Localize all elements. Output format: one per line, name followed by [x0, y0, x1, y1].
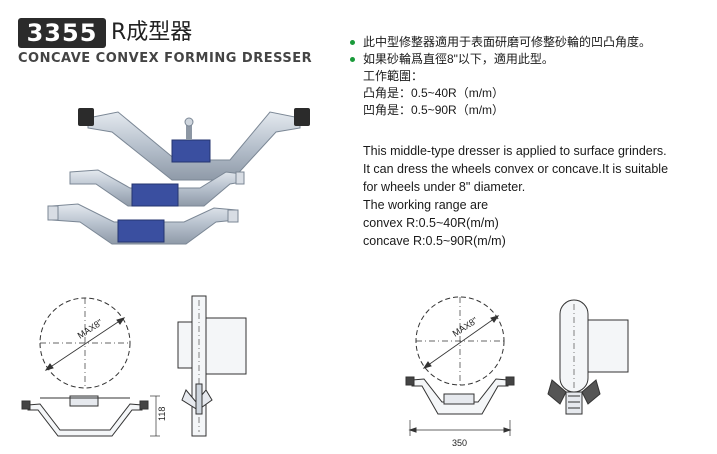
- label-plate: [117, 219, 165, 243]
- description-en: This middle-type dresser is applied to s…: [363, 142, 708, 250]
- model-number-badge: 3355: [18, 18, 106, 48]
- label-plate: [131, 183, 179, 207]
- clamp-knob-left: [78, 108, 94, 126]
- product-title-en: CONCAVE CONVEX FORMING DRESSER: [18, 51, 313, 66]
- left-circle-label: MAX8": [76, 317, 105, 340]
- large-dresser: [78, 108, 310, 181]
- zh-bullet-2-text: 如果砂輪爲直徑8"以下，適用此型。: [363, 52, 554, 66]
- en-line-2: It can dress the wheels convex or concav…: [363, 162, 669, 176]
- en-line-5: convex R:0.5~40R(m/m): [363, 216, 499, 230]
- zh-concave-range: 凹角是：0.5~90R（m/m）: [363, 103, 505, 117]
- model-suffix: R成型器: [111, 20, 193, 45]
- zh-bullet-1: 此中型修整器適用于表面研磨可修整砂輪的凹凸角度。: [347, 34, 707, 51]
- right-circle-label: MAX8": [451, 315, 480, 338]
- bullet-dot-icon: [350, 40, 355, 45]
- zh-convex-range: 凸角是：0.5~40R（m/m）: [363, 86, 505, 100]
- en-line-3: for wheels under 8" diameter.: [363, 180, 526, 194]
- left-height-dimension: 118: [157, 407, 167, 421]
- drawing-left-side: [177, 295, 247, 437]
- bullet-dot-icon: [350, 57, 355, 62]
- clamp-knob-right: [294, 108, 310, 126]
- en-line-6: concave R:0.5~90R(m/m): [363, 234, 506, 248]
- zh-range-heading: 工作範圍：: [363, 69, 424, 83]
- small-dresser: [47, 203, 239, 245]
- zh-bullet-2: 如果砂輪爲直徑8"以下，適用此型。: [347, 51, 707, 68]
- en-line-1: This middle-type dresser is applied to s…: [363, 144, 667, 158]
- medium-dresser: [69, 169, 245, 207]
- en-line-4: The working range are: [363, 198, 489, 212]
- dresser-knob: [186, 124, 192, 140]
- product-photo: [47, 108, 310, 245]
- label-plate: [171, 139, 211, 163]
- drawing-right-side: [547, 299, 629, 415]
- drawing-left-front: [21, 297, 160, 437]
- zh-bullet-1-text: 此中型修整器適用于表面研磨可修整砂輪的凹凸角度。: [363, 35, 652, 49]
- right-width-dimension: 350: [452, 438, 467, 448]
- drawing-right-front: [405, 296, 515, 436]
- description-zh: 此中型修整器適用于表面研磨可修整砂輪的凹凸角度。 如果砂輪爲直徑8"以下，適用此…: [347, 34, 707, 119]
